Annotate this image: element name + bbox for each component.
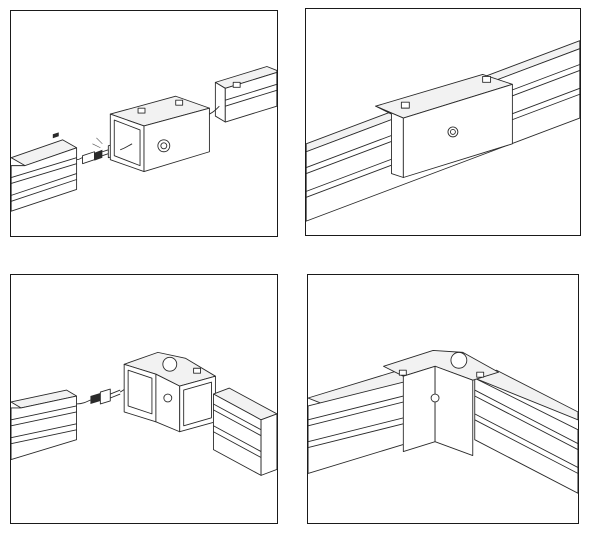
corner-connector-box	[123, 351, 216, 433]
right-profile-segment	[212, 387, 277, 476]
corner-connector	[383, 349, 499, 456]
corner-joint-exploded-drawing	[11, 351, 277, 476]
left-profile-rail	[308, 369, 420, 474]
connector-sleeve	[375, 73, 513, 178]
right-profile-rail	[474, 369, 578, 494]
left-profile-segment	[11, 132, 78, 212]
panel-straight-joint-exploded	[10, 10, 278, 237]
left-profile-segment	[11, 389, 77, 460]
panel-straight-joint-assembled	[305, 8, 581, 236]
right-profile-segment	[209, 66, 277, 123]
connector-sleeve-box	[109, 95, 210, 173]
straight-joint-assembled-drawing	[306, 40, 580, 222]
panel-corner-joint-exploded	[10, 274, 278, 524]
panel-corner-joint-assembled	[307, 274, 579, 524]
straight-joint-exploded-drawing	[11, 66, 277, 212]
corner-joint-assembled-drawing	[308, 349, 578, 494]
cable-plug-connector	[76, 385, 129, 405]
